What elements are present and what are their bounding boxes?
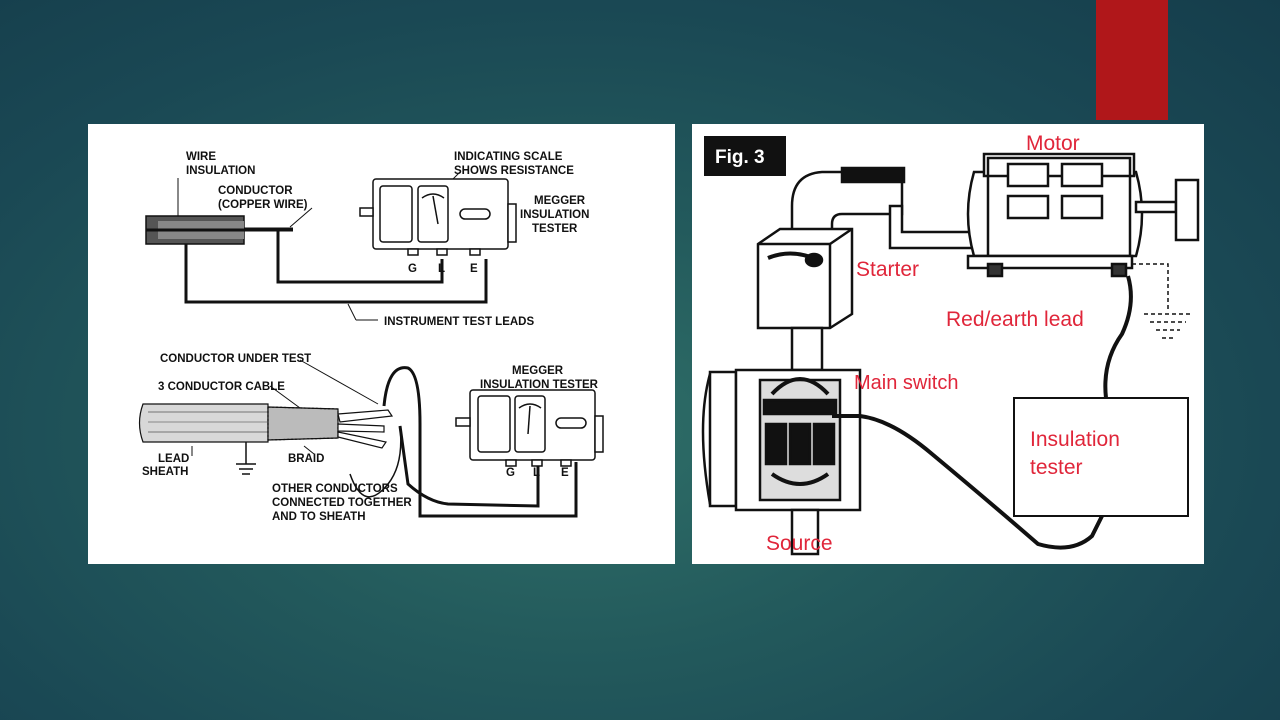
- lead-line-e: [398, 425, 540, 508]
- lead-to-switch: [832, 414, 1104, 550]
- lead-line-l: [382, 366, 578, 518]
- label-three-conductor-cable: 3 CONDUCTOR CABLE: [158, 381, 285, 393]
- label-insulation-tester-bottom: INSULATION TESTER: [480, 379, 599, 391]
- label-conductor: CONDUCTOR: [218, 185, 293, 197]
- label-main-switch: Main switch: [854, 372, 958, 394]
- earth-symbol: [1132, 263, 1192, 339]
- label-indicating-scale: INDICATING SCALE: [454, 151, 563, 163]
- label-copper-wire: (COPPER WIRE): [218, 199, 308, 211]
- terminal-l-bottom: L: [533, 467, 540, 479]
- label-and-to-sheath: AND TO SHEATH: [272, 511, 366, 523]
- fig3-diagram: Fig. 3: [701, 132, 1200, 556]
- insulation-tester-box: [1013, 397, 1189, 517]
- terminal-g-bottom: G: [506, 467, 515, 479]
- label-tester: tester: [1030, 456, 1083, 479]
- label-sheath: SHEATH: [142, 466, 188, 478]
- label-megger-bottom: MEGGER: [512, 365, 564, 377]
- lead-jumper: [349, 425, 402, 498]
- terminal-g: G: [408, 263, 417, 275]
- label-wire: WIRE: [186, 151, 216, 163]
- fig3-diagram-panel: Fig. 3: [692, 124, 1204, 564]
- test-lead-l: [276, 230, 444, 284]
- label-red-earth-lead: Red/earth lead: [946, 308, 1084, 331]
- label-lead: LEAD: [158, 453, 189, 465]
- fig-label-box: [704, 136, 786, 176]
- megger-diagram-panel: WIRE INSULATION CONDUCTOR (COPPER WIRE) …: [88, 124, 675, 564]
- main-switch-box: [701, 368, 862, 556]
- test-lead-e: [184, 244, 488, 304]
- megger-tester-top: [359, 178, 517, 256]
- fig-label: Fig. 3: [715, 147, 765, 168]
- megger-tester-bottom: [455, 389, 604, 467]
- label-conductor-under-test: CONDUCTOR UNDER TEST: [160, 353, 311, 365]
- accent-bar: [1096, 0, 1168, 120]
- label-other-conductors: OTHER CONDUCTORS: [272, 483, 398, 495]
- label-braid: BRAID: [288, 453, 324, 465]
- label-insulation: INSULATION: [186, 165, 255, 177]
- label-source: Source: [766, 532, 833, 555]
- label-motor: Motor: [1026, 132, 1080, 155]
- label-connected-together: CONNECTED TOGETHER: [272, 497, 412, 509]
- terminal-l: L: [438, 263, 445, 275]
- label-starter: Starter: [856, 258, 919, 281]
- label-shows-resistance: SHOWS RESISTANCE: [454, 165, 574, 177]
- label-megger: MEGGER: [534, 195, 586, 207]
- label-tester: TESTER: [532, 223, 578, 235]
- label-test-leads: INSTRUMENT TEST LEADS: [384, 316, 534, 328]
- megger-diagram: WIRE INSULATION CONDUCTOR (COPPER WIRE) …: [138, 151, 604, 523]
- terminal-e-bottom: E: [561, 467, 569, 479]
- three-conductor-cable: [138, 403, 394, 449]
- motor: [966, 152, 1200, 278]
- label-insulation-2: INSULATION: [520, 209, 589, 221]
- terminal-e: E: [470, 263, 478, 275]
- label-insulation: Insulation: [1030, 428, 1120, 451]
- red-earth-lead: [1103, 275, 1133, 399]
